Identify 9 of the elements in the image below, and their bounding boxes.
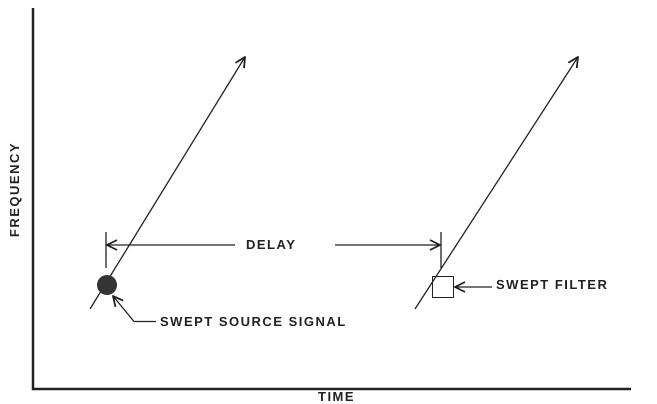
dimension-label: DELAY (246, 237, 296, 252)
axis-title: TIME (318, 389, 356, 404)
callout-text: SWEPT FILTER (496, 277, 608, 292)
leader-line (454, 281, 492, 293)
callout-text: SWEPT SOURCE SIGNAL (160, 314, 347, 329)
filter-square (432, 276, 454, 298)
leader-line (112, 295, 156, 322)
axis-title: FREQUENCY (7, 142, 22, 238)
signal-dot (97, 275, 117, 295)
